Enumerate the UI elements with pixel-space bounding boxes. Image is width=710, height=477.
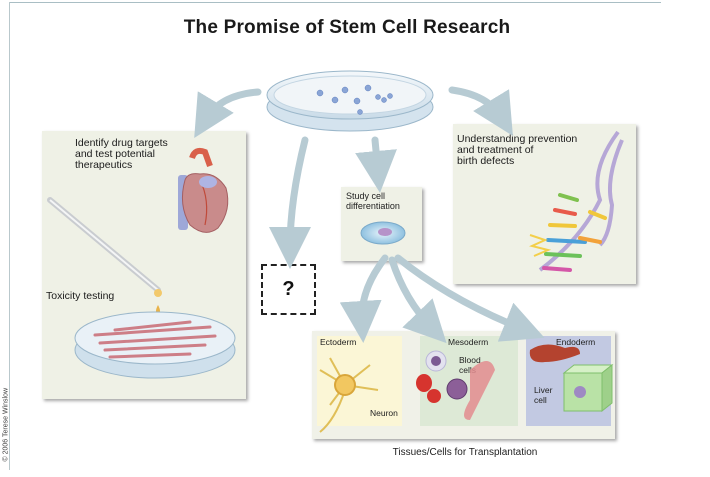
dna-helix-icon [529, 130, 624, 272]
tissues-caption: Tissues/Cells for Transplantation [392, 447, 538, 458]
heart-icon [178, 147, 229, 233]
mesoderm-label: Mesoderm [448, 337, 489, 347]
flow-arrows [194, 86, 545, 344]
arrow-to-endoderm [394, 254, 545, 342]
arrow-to-ectoderm [339, 254, 389, 343]
ectoderm-section: Ectoderm Neuron [317, 336, 402, 426]
arrow-to-drug-targets [194, 88, 262, 139]
frame-left-border [9, 2, 10, 470]
differentiation-label: Study cell differentiation [346, 191, 400, 211]
liver-cell-icon [562, 363, 614, 413]
petri-dish-icon [266, 70, 434, 132]
arrow-to-birth-defects [448, 86, 513, 136]
drug-targets-label: Identify drug targets and test potential… [75, 137, 168, 171]
toxicity-petri-dish-icon [74, 311, 236, 379]
diagram-title: The Promise of Stem Cell Research [183, 17, 511, 38]
liver-icon [529, 344, 580, 363]
frame-top-border [9, 2, 661, 3]
ectoderm-label: Ectoderm [320, 337, 357, 347]
pipette-icon [47, 197, 162, 316]
birth-defects-label: Understanding prevention and treatment o… [457, 133, 578, 167]
arrow-to-unknown [269, 136, 312, 269]
toxicity-testing-label: Toxicity testing [46, 290, 115, 302]
stem-cell-icon [360, 221, 406, 245]
neuron-label: Neuron [370, 408, 398, 418]
arrow-to-differentiation [355, 136, 397, 193]
unknown-application-box: ? [261, 264, 316, 315]
panel-birth-defects: Understanding prevention and treatment o… [453, 124, 636, 284]
neuron-icon [319, 357, 379, 433]
liver-cell-label: Liver cell [534, 385, 553, 405]
blood-cells-label: Blood cells [459, 355, 481, 375]
endoderm-label: Endoderm [556, 337, 596, 347]
blood-cells-icon [416, 350, 495, 420]
arrow-to-mesoderm [388, 256, 447, 344]
